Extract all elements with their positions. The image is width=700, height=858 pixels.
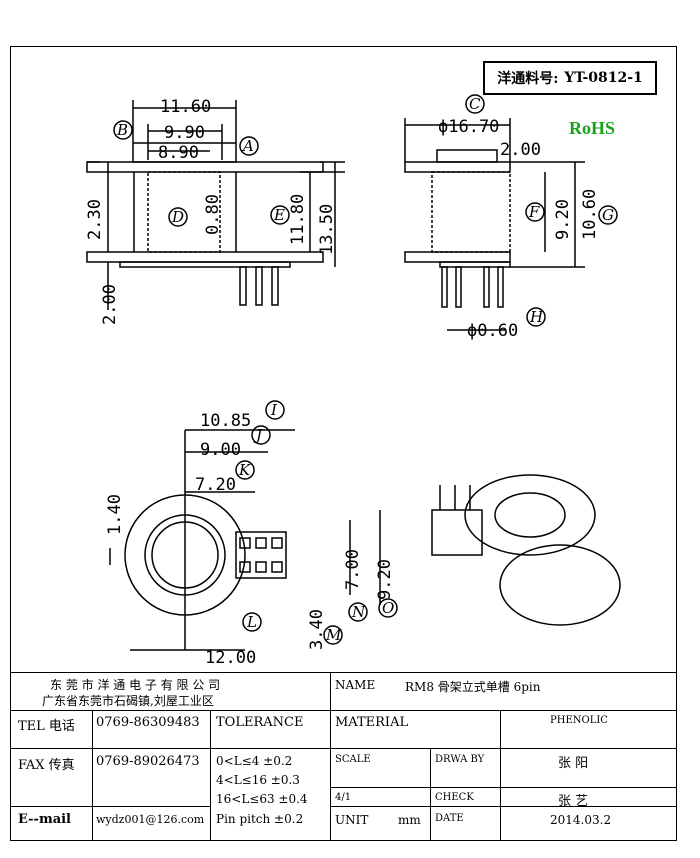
dim-11-80: 11.80 <box>288 194 308 245</box>
tolerance-label: TOLERANCE <box>216 715 304 730</box>
email-value: wydz001@126.com <box>96 813 205 826</box>
company-address: 广东省东莞市石碣镇,刘屋工业区 <box>42 694 214 708</box>
svg-text:J: J <box>253 426 263 444</box>
svg-text:H: H <box>529 308 544 326</box>
dim-10-85: 10.85 <box>200 411 251 431</box>
callout-K: K <box>235 460 255 480</box>
svg-text:O: O <box>382 599 394 617</box>
callout-B: B <box>113 120 133 140</box>
callout-F: F <box>525 202 545 222</box>
callout-O: O <box>378 598 398 618</box>
unit-value: mm <box>398 813 421 827</box>
date-value: 2014.03.2 <box>550 813 612 827</box>
dim-2-30: 2.30 <box>85 199 105 240</box>
dim-0-80: 0.80 <box>203 194 223 235</box>
scale-value: 4/1 <box>335 792 352 803</box>
dim-phi-16-70: ϕ16.70 <box>438 117 499 137</box>
callout-H: H <box>526 307 546 327</box>
fax-label: FAX 传真 <box>18 758 75 773</box>
side-view <box>404 118 585 331</box>
callout-L: L <box>242 612 262 632</box>
svg-text:A: A <box>241 137 254 155</box>
unit-label: UNIT <box>335 813 369 827</box>
dim-10-60: 10.60 <box>580 189 600 240</box>
material-label: MATERIAL <box>335 715 409 730</box>
svg-text:B: B <box>116 121 128 139</box>
callout-D: D <box>168 207 188 227</box>
callout-J: J <box>251 425 271 445</box>
tel-label: TEL 电话 <box>18 719 75 734</box>
check-label: CHECK <box>435 792 474 803</box>
part-number-box: 洋通料号: YT-0812-1 <box>483 61 657 95</box>
tel-value: 0769-86309483 <box>96 715 200 730</box>
dim-7-00: 7.00 <box>343 549 363 590</box>
svg-text:M: M <box>325 626 342 644</box>
tolerance-row-2: 4<L≤16 ±0.3 <box>216 773 300 787</box>
dimension-labels: 11.60 9.90 8.90 2.30 0.80 11.80 13.50 2.… <box>85 97 600 668</box>
part-number-value: YT-0812-1 <box>564 70 643 86</box>
tolerance-row-3: 16<L≤63 ±0.4 <box>216 792 308 806</box>
svg-text:N: N <box>351 603 366 621</box>
drawing-frame <box>10 46 677 841</box>
svg-text:C: C <box>469 95 481 113</box>
svg-text:E: E <box>273 206 285 224</box>
email-label: E--mail <box>18 812 71 827</box>
part-number-label: 洋通料号: <box>497 71 559 87</box>
callout-A: A <box>239 136 259 156</box>
front-view <box>86 100 345 310</box>
svg-text:L: L <box>246 613 257 631</box>
callout-C: C <box>465 94 485 114</box>
callout-G: G <box>598 205 618 225</box>
dim-1-40: 1.40 <box>105 494 125 535</box>
dim-9-00: 9.00 <box>200 440 241 460</box>
tolerance-row-4: Pin pitch ±0.2 <box>216 812 304 826</box>
dim-12-00: 12.00 <box>205 648 256 668</box>
svg-text:I: I <box>270 401 278 419</box>
rohs-mark: RoHS <box>569 118 616 138</box>
check-value: 张 艺 <box>558 794 589 809</box>
tolerance-row-1: 0<L≤4 ±0.2 <box>216 754 293 768</box>
draw-by-value: 张 阳 <box>558 756 589 771</box>
callout-I: I <box>265 400 285 420</box>
company-name: 东 莞 市 洋 通 电 子 有 限 公 司 <box>50 678 221 692</box>
dim-8-90: 8.90 <box>158 143 199 163</box>
dim-13-50: 13.50 <box>317 204 337 255</box>
title-block: 东 莞 市 洋 通 电 子 有 限 公 司 广东省东莞市石碣镇,刘屋工业区 NA… <box>10 672 677 841</box>
date-label: DATE <box>435 813 464 824</box>
svg-text:F: F <box>528 203 540 221</box>
iso-view <box>431 474 621 626</box>
dim-3-40: 3.40 <box>307 609 327 650</box>
callout-markers: A B C D E F G H I J K L M N O <box>113 94 618 645</box>
fax-value: 0769-89026473 <box>96 754 200 769</box>
dim-9-20: 9.20 <box>553 199 573 240</box>
callout-N: N <box>348 602 368 622</box>
dim-9-90: 9.90 <box>164 123 205 143</box>
material-value: PHENOLIC <box>550 715 608 726</box>
callout-E: E <box>270 205 290 225</box>
dim-9-20-bottom: 9.20 <box>375 559 395 600</box>
dim-phi-0-60: ϕ0.60 <box>467 321 518 341</box>
name-label: NAME <box>335 678 376 692</box>
dim-2-00: 2.00 <box>100 284 120 325</box>
callout-M: M <box>323 625 343 645</box>
dim-2-00-side: 2.00 <box>500 140 541 160</box>
dim-11-60: 11.60 <box>160 97 211 117</box>
svg-text:G: G <box>602 206 614 224</box>
svg-text:K: K <box>238 461 251 479</box>
draw-by-label: DRWA BY <box>435 754 485 765</box>
svg-text:D: D <box>171 208 184 226</box>
bottom-view <box>109 429 381 651</box>
dim-7-20: 7.20 <box>195 475 236 495</box>
name-value: RM8 骨架立式单槽 6pin <box>405 680 541 694</box>
scale-label: SCALE <box>335 754 371 765</box>
